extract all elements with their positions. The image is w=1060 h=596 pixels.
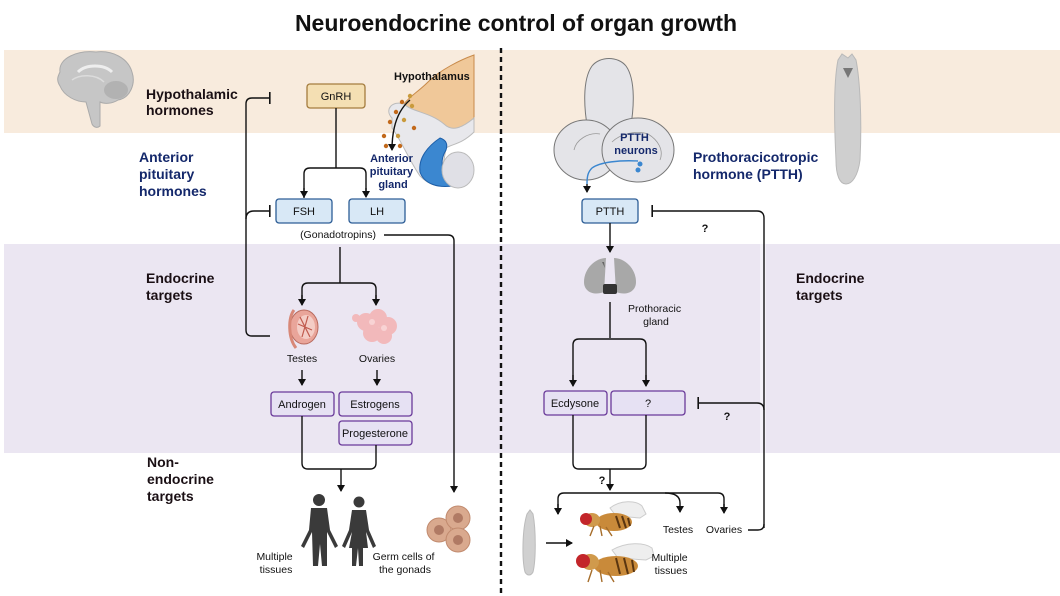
hypothalamus-pituitary-illustration [381,54,475,189]
svg-text:Ecdysone: Ecdysone [551,398,599,410]
hypothalamus-label: Hypothalamus [394,71,470,83]
band-endocrine [4,244,1060,453]
human-silhouettes-icon [301,494,376,566]
feedback-inhibition-unknown [697,397,765,411]
prothoracic-gland-label: Prothoracic gland [628,303,684,328]
multiple-tissues-label-right: Multiple tissues [651,552,690,577]
diagram-title: Neuroendocrine control of organ growth [295,10,737,36]
larva-small-icon [522,509,536,576]
question-mark-targets: ? [599,475,606,487]
testes-label: Testes [287,353,317,365]
ecdysone-box: Ecdysone [543,390,608,416]
gonadotropins-label: (Gonadotropins) [300,229,376,241]
ovaries-label: Ovaries [359,353,395,365]
svg-text:FSH: FSH [293,206,315,218]
gnrh-box: GnRH [306,83,366,109]
fly-icon [580,501,647,537]
larva-icon [834,53,862,185]
androgen-box: Androgen [270,391,335,417]
germ-cells-label: Germ cells of the gonads [373,551,438,576]
connector [303,167,367,198]
ptth-box: PTTH [581,198,639,224]
testes-label-right: Testes [663,524,693,536]
row-label-nonendocrine-targets: Non- endocrine targets [147,454,218,504]
svg-text:Estrogens: Estrogens [350,399,400,411]
brain-icon [57,51,134,128]
anterior-pituitary-gland-label: Anterior pituitary gland [370,153,416,191]
unknown-hormone-box: ? [610,390,686,416]
row-label-ptth: Prothoracicotropic hormone (PTTH) [693,149,822,182]
connector [301,416,377,470]
arrow-to-germ-cells [384,234,458,493]
fly-icon [576,543,655,583]
svg-text:Androgen: Androgen [278,399,326,411]
estrogens-box: Estrogens [338,391,413,417]
larval-brain-icon [553,58,675,193]
svg-text:Progesterone: Progesterone [342,428,408,440]
connector [301,282,377,304]
band-hypothalamic [4,50,1060,133]
multiple-tissues-label-left: Multiple tissues [256,551,295,576]
arrow-to-testes-right [664,492,684,513]
germ-cells-icon [426,505,471,553]
progesterone-box: Progesterone [338,420,413,446]
testes-icon [288,309,319,349]
fsh-box: FSH [275,198,333,224]
feedback-inhibition-fsh [245,205,271,220]
ptth-neurons-label: PTTH neurons [614,132,657,157]
connector [748,523,765,531]
ovaries-icon [352,309,397,344]
row-label-endocrine-targets-left: Endocrine targets [146,270,218,303]
question-mark-ptth-feedback: ? [702,223,709,235]
lh-box: LH [348,198,406,224]
connector [572,338,647,385]
feedback-inhibition-ptth [651,205,765,528]
question-mark-unknown-feedback: ? [724,411,731,423]
prothoracic-gland-icon [584,258,636,294]
band-gap [760,244,766,453]
row-label-hypothalamic: Hypothalamic hormones [146,86,242,118]
row-label-endocrine-targets-right: Endocrine targets [796,270,868,303]
connector [557,492,725,514]
ovaries-label-right: Ovaries [706,524,742,536]
svg-text:PTTH: PTTH [596,206,625,218]
row-label-anterior-pituitary: Anterior pituitary hormones [139,149,207,199]
svg-text:?: ? [645,398,651,410]
svg-text:LH: LH [370,206,384,218]
svg-text:GnRH: GnRH [321,91,352,103]
